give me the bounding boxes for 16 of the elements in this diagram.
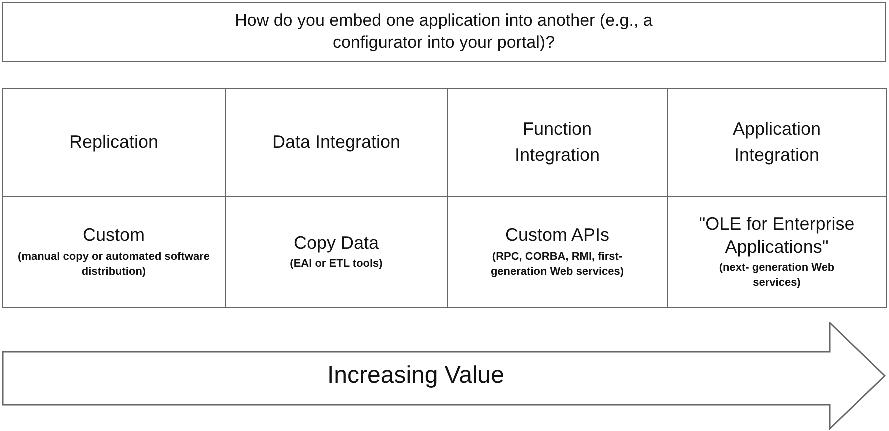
question-box — [2, 2, 886, 62]
cell-title: Custom — [82, 224, 145, 247]
cell-note: (RPC, CORBA, RMI, first- generation Web services) — [490, 250, 626, 280]
arrow-shape — [2, 322, 887, 430]
cell-title: Custom APIs — [505, 224, 610, 247]
cell-title: "OLE for Enterprise Applications" — [698, 213, 856, 258]
cell-note: (manual copy or automated software distribution) — [17, 250, 211, 280]
arrow-label: Increasing Value — [326, 362, 506, 390]
column-heading: Application Integration — [732, 118, 822, 167]
cell-title: Copy Data — [294, 232, 380, 254]
column-heading: Data Integration — [272, 130, 401, 154]
column-heading: Function Integration — [514, 118, 602, 167]
question-text: How do you embed one application into another (e.g., a configurator into your portal)? — [234, 10, 654, 54]
cell-note: (next- generation Web services) — [718, 261, 836, 291]
column-heading: Replication — [69, 130, 159, 154]
cell-note: (EAI or ETL tools) — [290, 257, 383, 272]
